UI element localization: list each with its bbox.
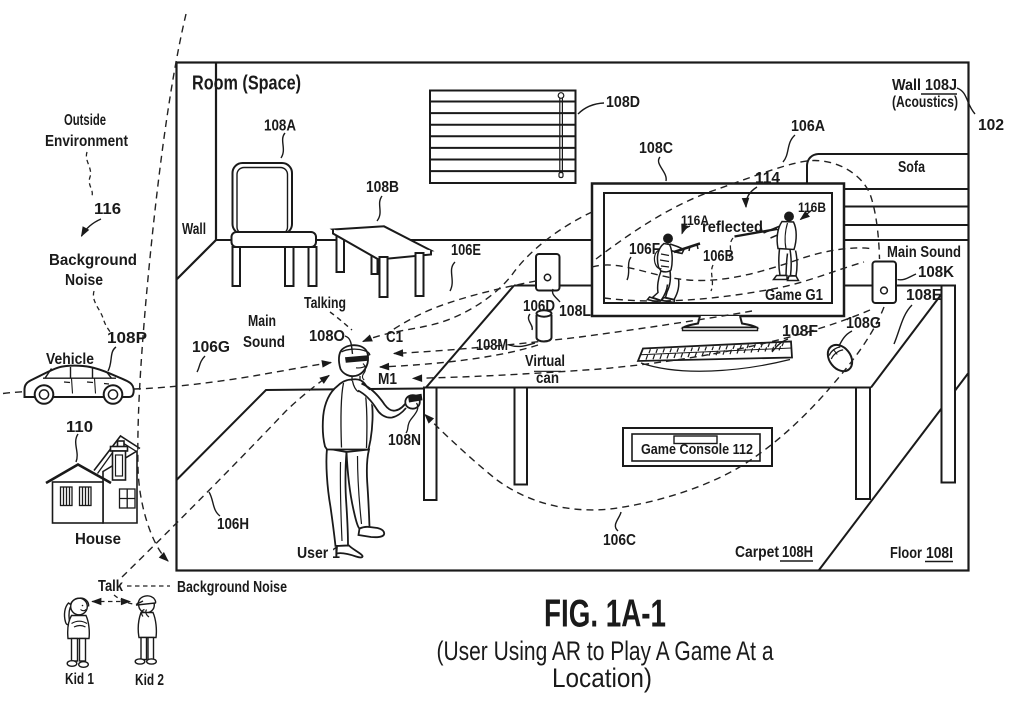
svg-text:Kid 2: Kid 2 [135,672,164,689]
svg-text:108N: 108N [388,432,421,449]
svg-text:116: 116 [94,201,121,218]
svg-text:(User Using AR to Play A Game: (User Using AR to Play A Game At a [437,636,775,666]
svg-text:Main Sound: Main Sound [887,244,961,261]
svg-text:Talking: Talking [304,295,346,312]
svg-text:Vehicle: Vehicle [46,351,94,368]
svg-text:106C: 106C [603,532,636,549]
svg-text:108L: 108L [559,303,591,320]
svg-text:Main: Main [248,313,276,330]
svg-text:116B: 116B [798,199,826,215]
svg-text:106A: 106A [791,118,825,135]
svg-text:Virtual: Virtual [525,353,565,370]
svg-text:102: 102 [978,117,1004,134]
svg-text:106G: 106G [192,339,230,356]
svg-text:Game Console 112: Game Console 112 [641,442,753,458]
svg-text:Wall 108J: Wall 108J [892,77,957,94]
svg-text:Background Noise: Background Noise [177,579,287,596]
svg-text:108H: 108H [782,544,813,561]
svg-text:106E: 106E [451,242,481,259]
svg-text:Environment: Environment [45,133,129,150]
svg-text:reflected: reflected [702,219,763,236]
svg-text:108F: 108F [782,323,818,340]
svg-text:106F: 106F [629,241,660,258]
svg-text:106D: 106D [523,298,555,315]
svg-text:(Acoustics): (Acoustics) [892,94,958,111]
svg-text:114: 114 [755,170,780,187]
svg-text:Room (Space): Room (Space) [192,73,301,95]
svg-text:Sound: Sound [243,334,285,351]
svg-text:108G: 108G [846,315,881,332]
svg-text:108B: 108B [366,179,399,196]
svg-text:110: 110 [66,419,93,436]
svg-text:Outside: Outside [64,112,106,129]
svg-text:108A: 108A [264,118,296,135]
svg-text:Floor: Floor [890,545,922,562]
svg-text:108I: 108I [926,545,953,562]
svg-text:106H: 106H [217,516,249,533]
svg-text:Background: Background [49,252,137,269]
svg-text:Location): Location) [552,663,652,693]
svg-text:106B: 106B [703,248,734,265]
svg-text:Wall: Wall [182,221,206,238]
svg-text:108P: 108P [107,330,147,347]
svg-text:Talk: Talk [98,578,123,595]
svg-text:Carpet: Carpet [735,544,780,561]
svg-text:108O: 108O [309,328,345,345]
svg-text:House: House [75,531,121,548]
svg-text:FIG. 1A-1: FIG. 1A-1 [544,593,666,636]
svg-text:User 1: User 1 [297,545,340,562]
svg-text:108E: 108E [906,287,942,304]
svg-text:C1: C1 [386,329,403,346]
svg-text:108C: 108C [639,140,673,157]
svg-text:Kid 1: Kid 1 [65,671,94,688]
svg-text:108K: 108K [918,264,954,281]
svg-text:108M: 108M [476,337,508,354]
svg-text:M1: M1 [378,371,397,388]
svg-text:116A: 116A [681,212,709,228]
svg-text:can: can [536,370,559,387]
svg-text:Sofa: Sofa [898,159,925,176]
svg-text:Noise: Noise [65,272,103,289]
svg-text:108D: 108D [606,94,640,111]
svg-text:Game G1: Game G1 [765,287,823,304]
